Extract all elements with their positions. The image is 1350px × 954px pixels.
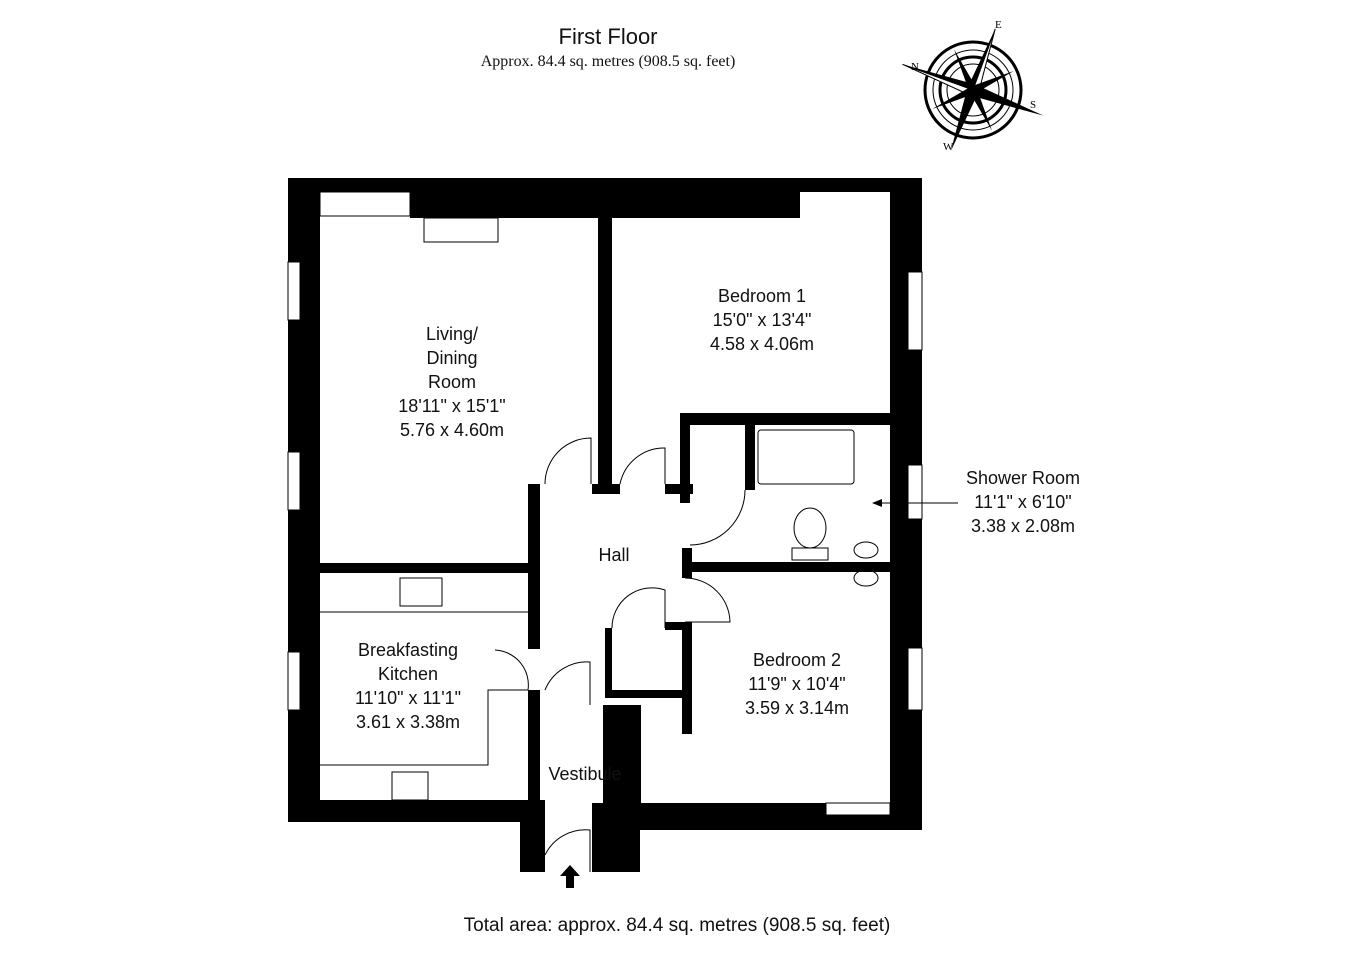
- sink-icon: [399, 577, 443, 607]
- windows: [287, 191, 923, 816]
- shower-tray-icon: [757, 429, 855, 485]
- compass-icon: E N S W: [902, 19, 1044, 153]
- compass-e: E: [995, 19, 1002, 31]
- compass-s: S: [1030, 99, 1036, 111]
- total-area: Total area: approx. 84.4 sq. metres (908…: [463, 915, 891, 936]
- basin-icon: [853, 541, 879, 559]
- compass-n: N: [911, 61, 919, 73]
- floor-subtitle: Approx. 84.4 sq. metres (908.5 sq. feet): [480, 53, 736, 70]
- room-label-hall: Hall: [598, 545, 630, 565]
- entrance-arrow-icon: [560, 865, 580, 888]
- fixtures: [320, 217, 879, 872]
- leader-line: [872, 499, 958, 507]
- compass-w: W: [943, 141, 954, 153]
- room-label-vestibule: Vestibule: [548, 764, 622, 784]
- toilet-icon: [793, 507, 827, 549]
- hob-icon: [391, 771, 429, 801]
- floor-title: First Floor: [558, 24, 658, 49]
